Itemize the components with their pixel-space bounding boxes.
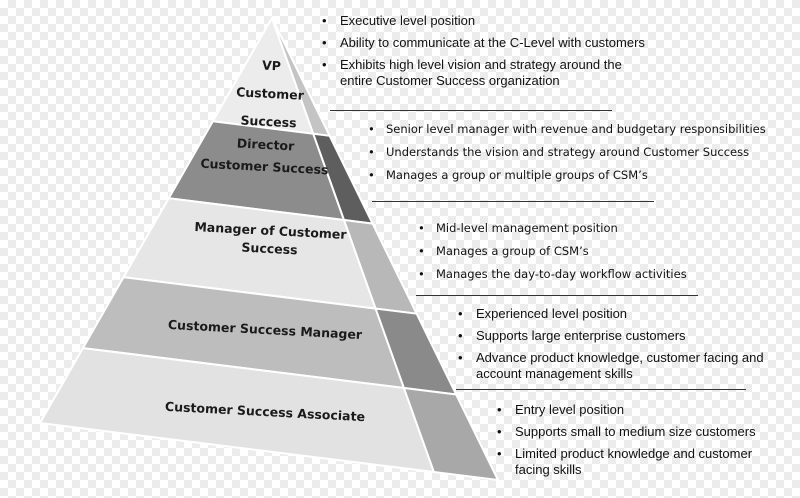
bullet-item: Executive level position <box>322 13 647 29</box>
bullet-item: Ability to communicate at the C-Level wi… <box>322 35 647 51</box>
divider-line <box>416 295 698 296</box>
divider-line <box>456 389 746 390</box>
bullet-item: Understands the vision and strategy arou… <box>368 145 768 160</box>
tier-csa-side <box>402 387 499 481</box>
bullet-item: Entry level position <box>497 402 787 418</box>
tier-bullets-vp: Executive level position Ability to comm… <box>322 13 647 95</box>
bullet-item: Supports large enterprise customers <box>458 328 788 344</box>
tier-bullets-manager-of-cs: Mid-level management position Manages a … <box>418 221 748 290</box>
bullet-item: Supports small to medium size customers <box>497 424 787 440</box>
bullet-item: Experienced level position <box>458 306 788 322</box>
bullet-item: Advance product knowledge, customer faci… <box>458 350 788 382</box>
divider-line <box>330 110 612 111</box>
divider-line <box>372 201 654 202</box>
tier-bullets-director: Senior level manager with revenue and bu… <box>368 122 768 191</box>
bullet-item: Manages a group of CSM’s <box>418 244 748 259</box>
tier-label-director: Director Customer Success <box>200 135 329 178</box>
bullet-item: Senior level manager with revenue and bu… <box>368 122 768 137</box>
bullet-item: Exhibits high level vision and strategy … <box>322 57 647 89</box>
bullet-item: Manages the day-to-day workflow activiti… <box>418 267 748 282</box>
bullet-item: Mid-level management position <box>418 221 748 236</box>
bullet-item: Manages a group or multiple groups of CS… <box>368 168 768 183</box>
tier-label-vp: VP Customer Success <box>235 57 305 131</box>
tier-bullets-csa: Entry level position Supports small to m… <box>497 402 787 484</box>
tier-bullets-csm: Experienced level position Supports larg… <box>458 306 788 388</box>
bullet-item: Limited product knowledge and customer f… <box>497 446 787 478</box>
